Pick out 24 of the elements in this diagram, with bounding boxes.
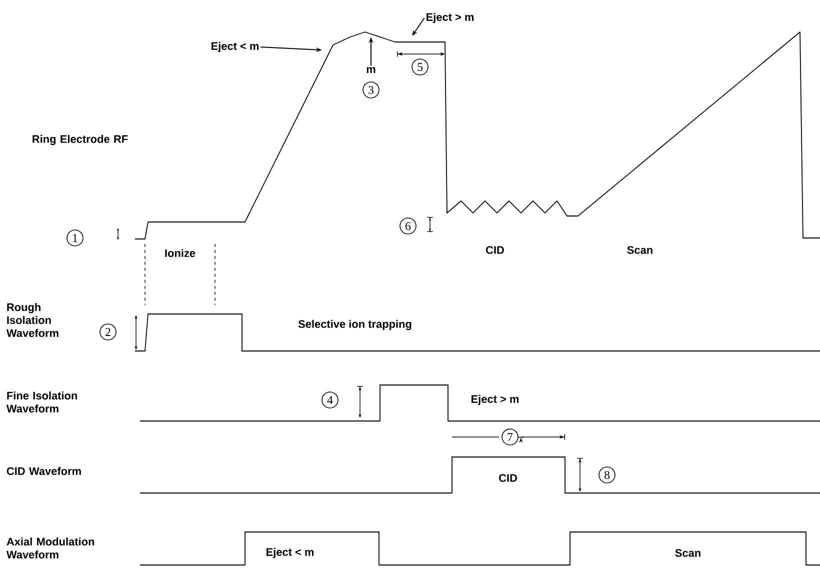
phase-label: Eject > m [472,394,519,406]
phase-label: CID [499,474,517,482]
annotation-text: m [366,67,376,73]
row-label: CID Waveform [6,466,81,476]
row-label: Ring Electrode RF [32,134,128,146]
callout-number: 4 [322,392,338,408]
row-label: Rough Isolation Waveform [6,303,58,337]
row-label: Axial Modulation Waveform [6,538,94,558]
callout-number: 3 [362,82,380,98]
phase-label: Selective ion trapping [298,320,412,330]
phase-label: Eject < m [266,548,314,558]
callout-number: 1 [66,230,84,246]
annotation-text: Eject < m [212,42,259,52]
callout-number: 6 [400,218,416,234]
callout-number: 2 [100,324,116,340]
phase-label: CID [486,246,504,254]
callout-number: 7 [502,428,518,446]
phase-label: Scan [627,246,652,254]
callout-number: 8 [598,466,616,484]
phase-label: Ionize [165,248,196,258]
callout-number: 5 [412,58,428,76]
annotation-text: Eject > m [426,12,474,24]
phase-label: Scan [675,549,700,557]
row-label: Fine Isolation Waveform [6,392,78,412]
